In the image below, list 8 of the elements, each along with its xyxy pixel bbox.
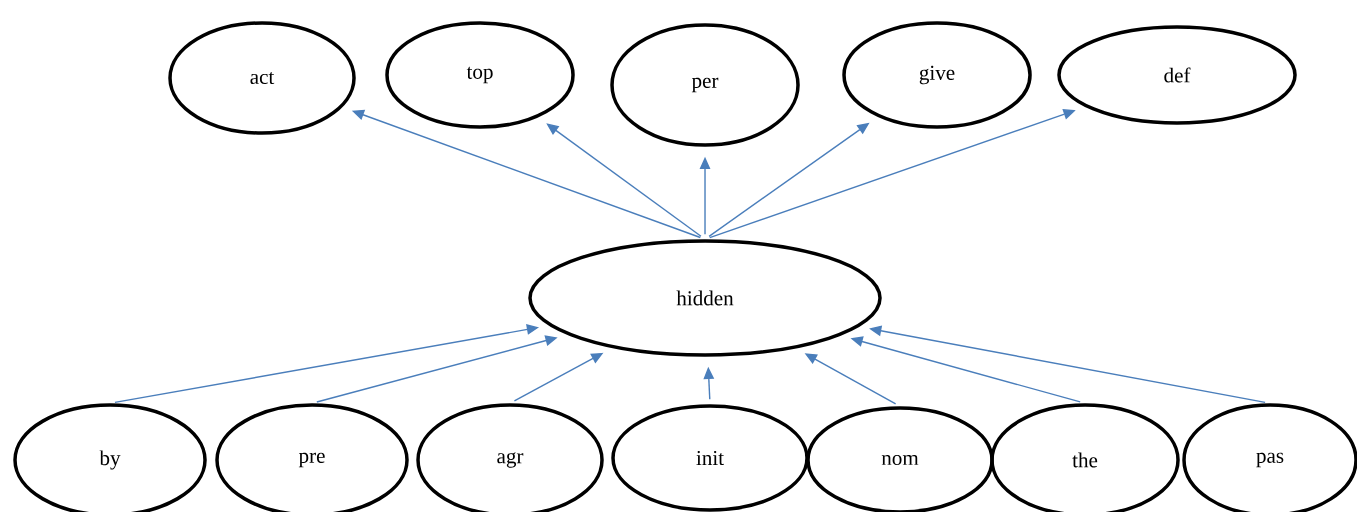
ellipse-node: per (610, 23, 800, 147)
ellipse-node: top (385, 21, 575, 129)
ellipse-node: hidden (528, 239, 882, 357)
ellipse-node: init (611, 404, 809, 512)
ellipse-node: give (842, 21, 1032, 129)
ellipse-node: def (1057, 25, 1297, 125)
ellipse-node: act (168, 21, 356, 135)
arrow (546, 123, 702, 237)
